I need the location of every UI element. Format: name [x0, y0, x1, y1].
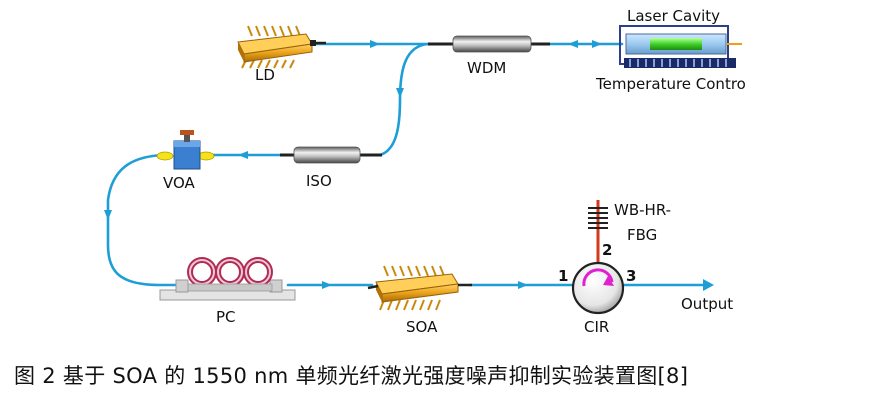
arrow-pc-soa: [322, 281, 332, 289]
laser-diode-icon: [237, 25, 326, 69]
fiber-wdm-iso: [378, 42, 430, 157]
fbg-icon: [588, 200, 608, 262]
port-1-label: 1: [558, 267, 568, 285]
polarization-controller-icon: [159, 257, 296, 301]
fbg-label-line2: FBG: [627, 226, 657, 244]
port-2-label: 2: [602, 241, 612, 259]
cir-label: CIR: [584, 318, 609, 336]
soa-chip-icon: [367, 265, 472, 311]
temperature-control-label: Temperature Contro: [595, 75, 746, 93]
output-label: Output: [681, 295, 733, 313]
figure-caption: 图 2 基于 SOA 的 1550 nm 单频光纤激光强度噪声抑制实验装置图[8…: [14, 364, 689, 388]
voa-icon: [156, 130, 215, 170]
laser-cavity-label: Laser Cavity: [627, 7, 720, 25]
laser-cavity-icon: [625, 33, 742, 55]
iso-label: ISO: [306, 172, 332, 190]
setup-diagram: LD WDM Laser Cavity Temperature Contro V…: [104, 7, 746, 336]
wdm-coupler-icon: [428, 35, 550, 53]
voa-label: VOA: [163, 174, 196, 192]
arrow-wdm-cavity: [592, 40, 602, 48]
port-3-label: 3: [626, 267, 636, 285]
isolator-icon: [280, 146, 382, 164]
arrow-down-left: [104, 210, 112, 220]
fiber-arrows: [104, 40, 714, 291]
pc-label: PC: [216, 308, 236, 326]
arrow-ld-wdm: [370, 40, 380, 48]
circulator-icon: [571, 261, 625, 315]
ld-label: LD: [255, 66, 275, 84]
arrow-cavity-wdm: [568, 40, 578, 48]
arrow-output: [703, 279, 714, 291]
arrow-soa-cir: [518, 281, 528, 289]
soa-label: SOA: [406, 318, 438, 336]
fbg-label-line1: WB-HR-: [614, 201, 671, 219]
fiber-voa-pc: [106, 153, 184, 287]
arrow-iso-voa: [238, 151, 248, 159]
arrow-down-wdm: [396, 88, 404, 98]
wdm-label: WDM: [467, 59, 506, 77]
